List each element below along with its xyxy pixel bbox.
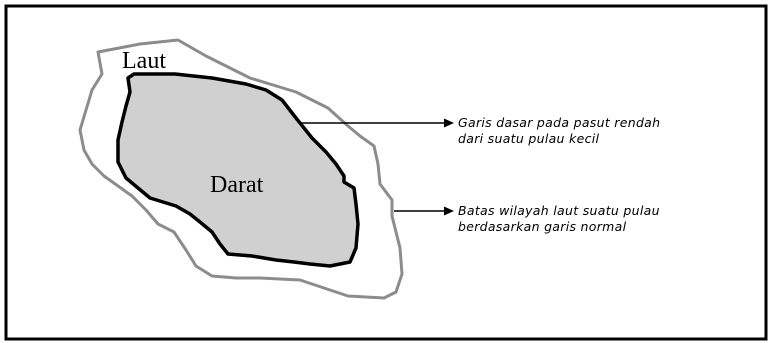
boundary-arrowhead [444,206,454,216]
boundary-annotation-line2: berdasarkan garis normal [458,219,627,234]
sea-label: Laut [122,48,166,74]
island-land-shape [116,72,360,268]
baseline-annotation-line2: dari suatu pulau kecil [458,131,600,146]
land-label: Darat [210,172,264,198]
boundary-annotation-line1: Batas wilayah laut suatu pulau [458,203,660,218]
sea-boundary-outline [78,38,404,300]
baseline-annotation-line1: Garis dasar pada pasut rendah [458,115,660,130]
frame-border [4,4,768,341]
baseline-arrowhead [444,118,454,128]
